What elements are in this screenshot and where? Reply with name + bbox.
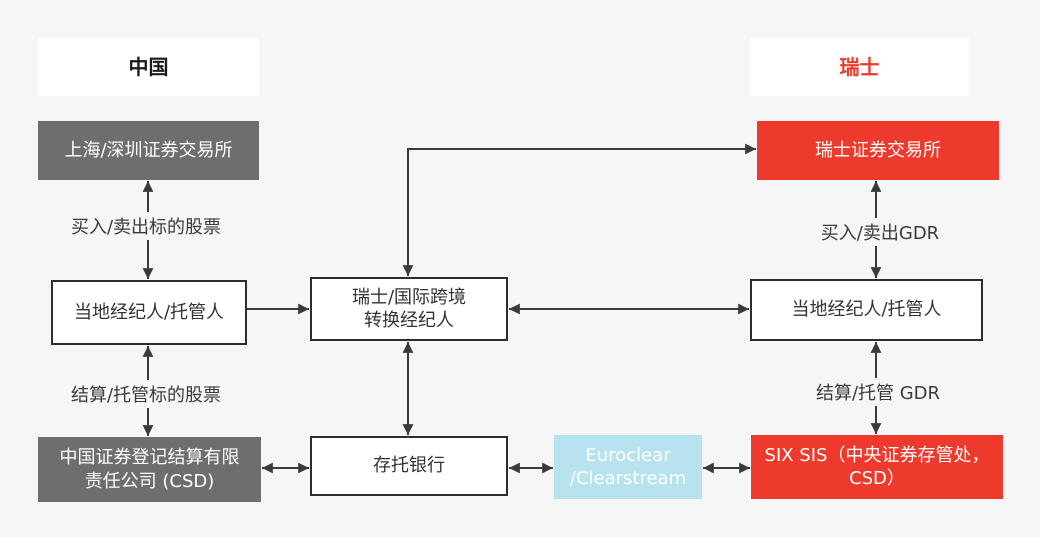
label-settle-custody-gdr: 结算/托管 GDR [811, 378, 945, 406]
region-title-china: 中国 [38, 38, 259, 96]
label-settle-custody-underlying-stock: 结算/托管标的股票 [66, 380, 226, 408]
node-shanghai-shenzhen-exchange: 上海/深圳证券交易所 [38, 121, 259, 180]
node-cross-border-conversion-broker: 瑞士/国际跨境 转换经纪人 [310, 277, 508, 341]
node-depositary-bank: 存托银行 [310, 436, 508, 496]
region-title-switzerland: 瑞士 [750, 38, 969, 96]
node-euroclear-clearstream: Euroclear /Clearstream [554, 435, 702, 499]
node-six-sis-csd: SIX SIS（中央证券存管处， CSD） [751, 435, 1003, 499]
node-china-local-broker-custodian: 当地经纪人/托管人 [51, 280, 247, 345]
node-china-csd: 中国证券登记结算有限 责任公司 (CSD) [38, 437, 261, 502]
arrow-converter-sixexchange-elbow [402, 143, 756, 276]
node-swiss-exchange: 瑞士证券交易所 [757, 121, 999, 180]
label-buy-sell-underlying-stock: 买入/卖出标的股票 [66, 212, 226, 240]
label-buy-sell-gdr: 买入/卖出GDR [816, 218, 944, 246]
node-swiss-local-broker-custodian: 当地经纪人/托管人 [750, 279, 983, 341]
